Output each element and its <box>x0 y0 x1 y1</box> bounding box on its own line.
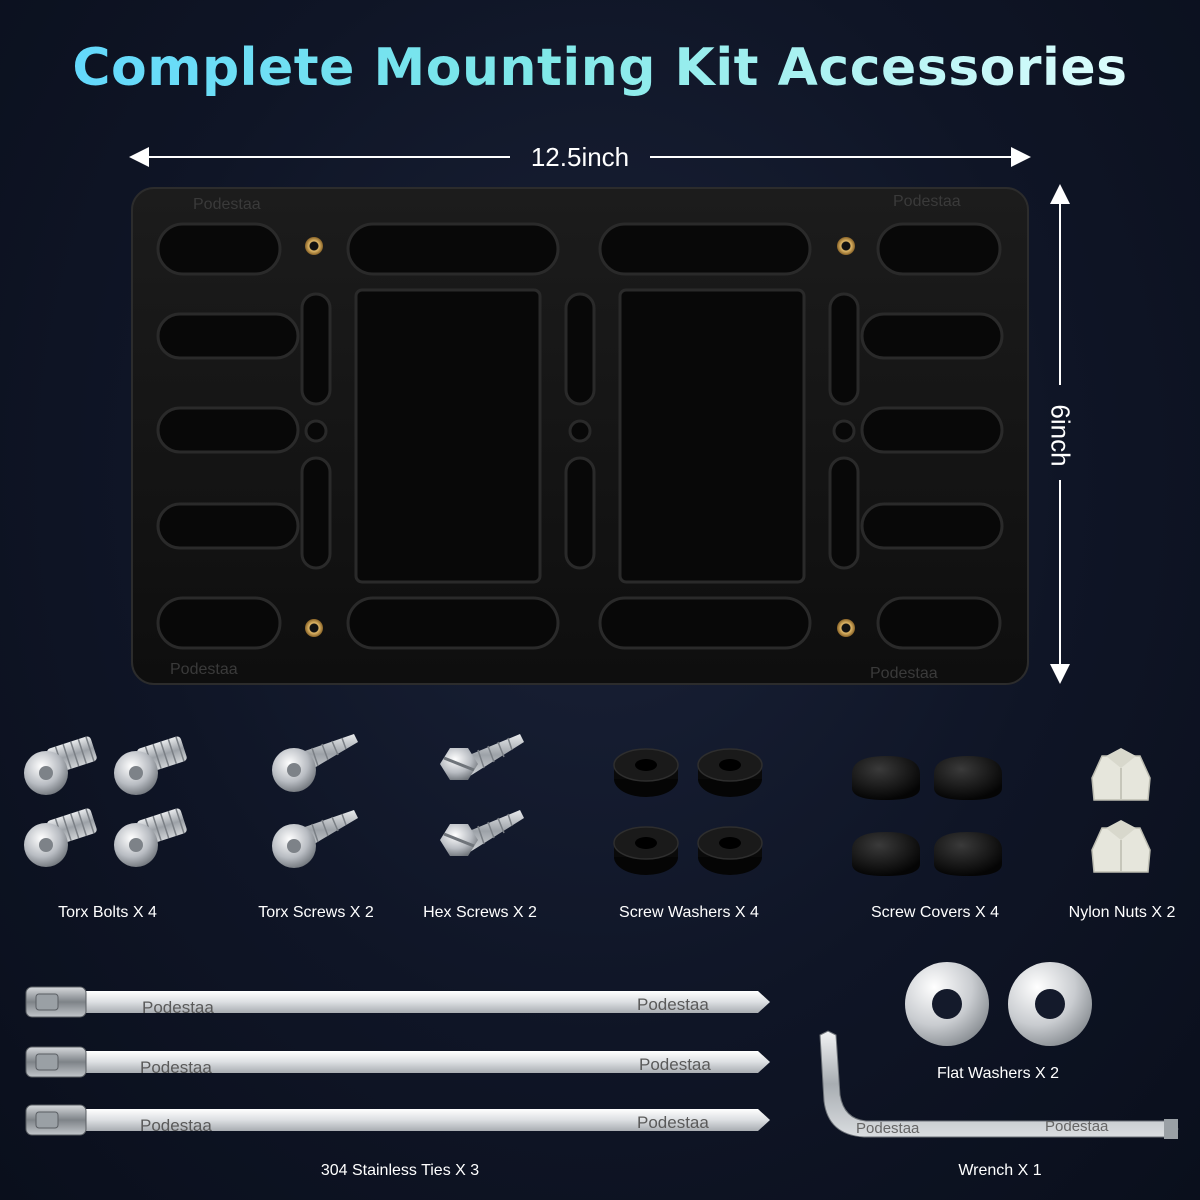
screw-covers-image <box>852 756 1002 876</box>
torx-screws-image <box>271 734 359 869</box>
screw-washers-label: Screw Washers X 4 <box>619 904 759 921</box>
width-label: 12.5inch <box>530 142 630 172</box>
tie-brand-1a: Podestaa <box>142 998 214 1017</box>
screw-covers-label: Screw Covers X 4 <box>870 904 1000 921</box>
tie-brand-2a: Podestaa <box>140 1058 212 1077</box>
plate-brand-tl: Podestaa <box>193 196 261 213</box>
stainless-ties-label: 304 Stainless Ties X 3 <box>320 1162 480 1179</box>
torx-bolts-image <box>23 735 189 868</box>
width-dimension-arrow <box>129 147 1031 167</box>
wrench-brand-a: Podestaa <box>856 1120 920 1137</box>
nylon-nuts-label: Nylon Nuts X 2 <box>1068 904 1176 921</box>
screw-washers-image <box>613 748 763 876</box>
hex-screws-image <box>438 734 526 858</box>
torx-screws-label: Torx Screws X 2 <box>258 904 374 921</box>
mounting-plate <box>131 187 1029 685</box>
height-label: 6inch <box>1045 404 1076 467</box>
tie-brand-3b: Podestaa <box>637 1113 709 1132</box>
tie-brand-3a: Podestaa <box>140 1116 212 1135</box>
height-dimension-arrow <box>1050 184 1070 684</box>
flat-washers-image <box>905 962 1092 1046</box>
stainless-ties-image <box>25 986 771 1136</box>
plate-brand-tr: Podestaa <box>893 193 961 210</box>
tie-brand-2b: Podestaa <box>639 1055 711 1074</box>
hex-screws-label: Hex Screws X 2 <box>423 904 537 921</box>
torx-bolts-label: Torx Bolts X 4 <box>58 904 157 921</box>
tie-brand-1b: Podestaa <box>637 995 709 1014</box>
wrench-label: Wrench X 1 <box>958 1162 1042 1179</box>
page-title: Complete Mounting Kit Accessories <box>0 38 1200 98</box>
plate-brand-bl: Podestaa <box>170 661 238 678</box>
plate-brand-br: Podestaa <box>870 665 938 682</box>
flat-washers-label: Flat Washers X 2 <box>936 1065 1060 1082</box>
wrench-image <box>819 1030 1179 1139</box>
wrench-brand-b: Podestaa <box>1045 1118 1109 1135</box>
nylon-nuts-image <box>1091 748 1151 873</box>
